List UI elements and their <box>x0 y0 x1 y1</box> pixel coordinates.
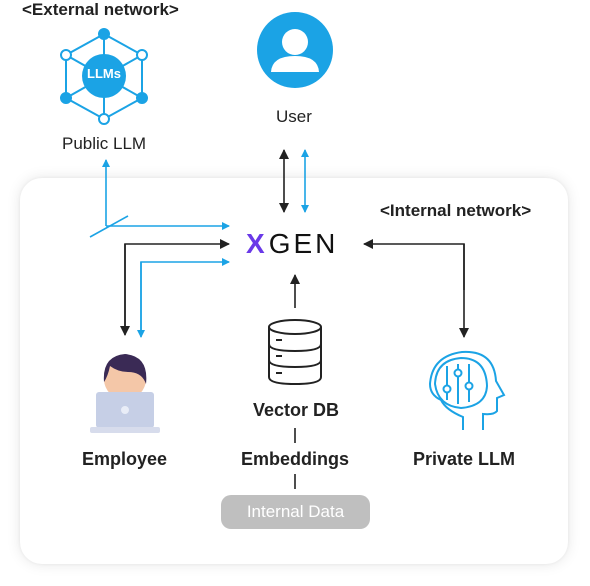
llm-network-icon <box>60 28 148 125</box>
xgen-logo: XGEN <box>246 228 338 260</box>
user-connector <box>279 149 309 213</box>
employee-laptop-icon <box>90 354 160 433</box>
internal-data-badge: Internal Data <box>221 495 370 529</box>
private-llm-connector <box>363 239 469 338</box>
public-llm-connector <box>89 159 230 238</box>
xgen-logo-rest: GEN <box>268 228 339 259</box>
xgen-logo-x: X <box>246 228 268 259</box>
public-llm-label: Public LLM <box>62 134 147 153</box>
llm-icon-text: LLMs <box>87 66 121 81</box>
user-label: User <box>276 107 312 126</box>
employee-label: Employee <box>82 449 168 469</box>
employee-connector <box>120 239 230 338</box>
embeddings-label: Embeddings <box>241 449 350 469</box>
vector-db-label: Vector DB <box>253 400 340 420</box>
user-icon <box>257 12 333 88</box>
database-icon <box>268 319 322 386</box>
private-llm-label: Private LLM <box>413 449 516 469</box>
external-network-label: <External network> <box>22 0 179 19</box>
internal-network-label: <Internal network> <box>380 201 532 220</box>
brain-head-icon <box>428 350 506 430</box>
